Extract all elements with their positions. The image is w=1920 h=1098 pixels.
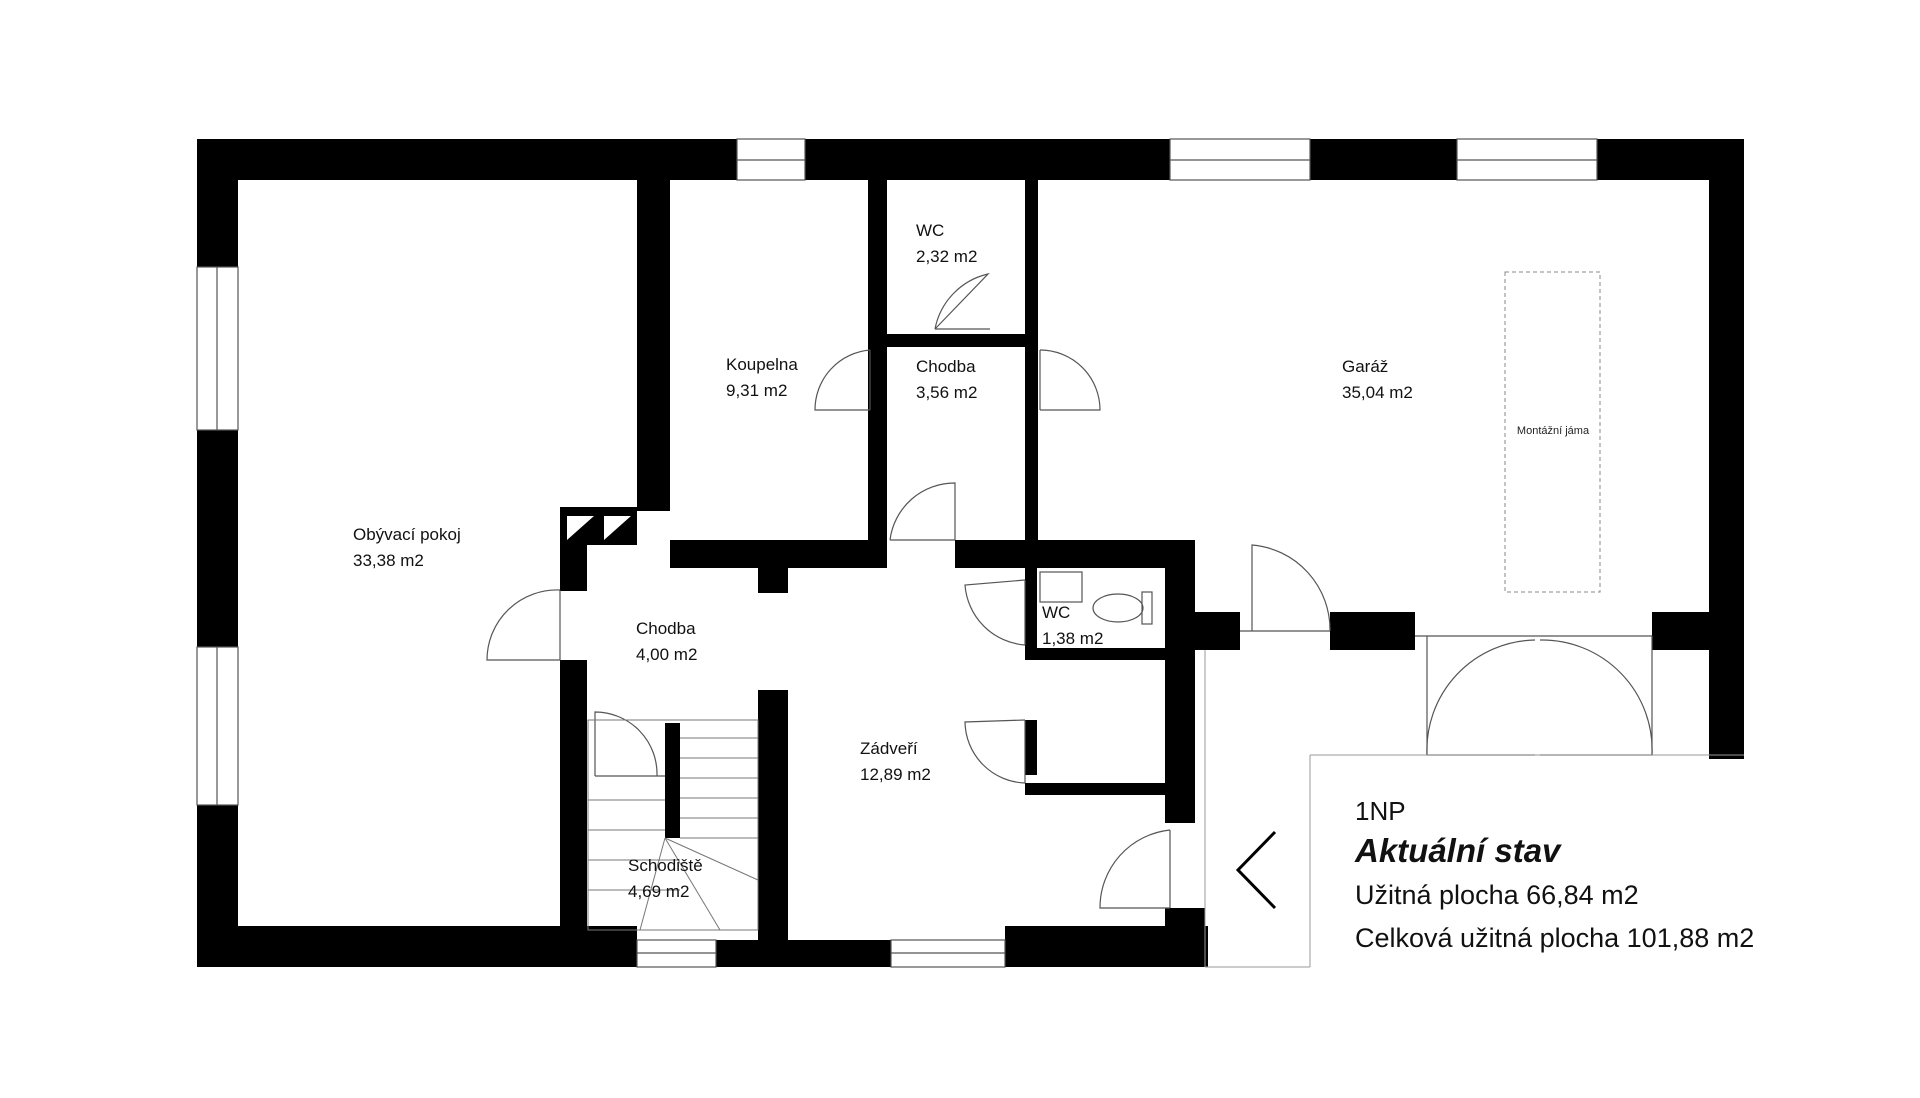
room-koupelna: Koupelna 9,31 m2 (726, 352, 798, 404)
wall-wc-right (1025, 180, 1038, 540)
exterior-lines (1204, 650, 1744, 968)
wall-closet-right (1165, 648, 1195, 823)
room-wc-lower: WC 1,38 m2 (1042, 600, 1103, 652)
wall-left-2 (197, 430, 238, 647)
room-chodba-lower: Chodba 4,00 m2 (636, 616, 697, 668)
total-usable-area-label: Celková užitná plocha 101,88 m2 (1355, 923, 1755, 953)
room-obyvaci-pokoj: Obývací pokoj 33,38 m2 (353, 522, 461, 574)
wall-wc2-left (1025, 568, 1037, 648)
walls (197, 139, 1744, 967)
wall-closet-bottom (1025, 783, 1195, 795)
wall-zadveri-top (955, 540, 1195, 568)
wall-bath-right (868, 180, 887, 540)
wall-bottom-mid (716, 940, 891, 967)
stairs-icon (587, 719, 759, 931)
toilet-icon (1092, 593, 1144, 623)
corner-markers (560, 507, 637, 545)
wall-wc-bottom (887, 334, 1025, 347)
usable-area-label: Užitná plocha 66,84 m2 (1355, 880, 1639, 910)
wall-chodba-right (758, 568, 788, 593)
floor-label: 1NP (1355, 796, 1406, 826)
room-area: 3,56 m2 (916, 383, 978, 402)
room-garaz: Garáž 35,04 m2 (1342, 354, 1413, 406)
room-name: WC (1042, 603, 1071, 622)
room-area: 4,00 m2 (636, 645, 698, 664)
wall-living-right (637, 180, 670, 511)
wall-entry-right (1165, 908, 1205, 967)
room-area: 4,69 m2 (628, 882, 690, 901)
room-name: Chodba (636, 619, 696, 638)
wall-wc2-left2 (1025, 720, 1037, 775)
wall-right (1709, 139, 1744, 759)
room-name: Obývací pokoj (353, 525, 461, 544)
wall-garage-bottom-3 (1652, 612, 1744, 650)
status-label: Aktuální stav (1355, 832, 1561, 869)
wall-garage-bottom-2 (1330, 612, 1415, 650)
room-area: 35,04 m2 (1342, 383, 1413, 402)
wall-garage-bottom-1 (1165, 612, 1240, 650)
room-area: 9,31 m2 (726, 381, 788, 400)
room-zadveri: Zádveří 12,89 m2 (860, 736, 931, 788)
room-name: Koupelna (726, 355, 798, 374)
legend: 1NP Aktuální stav Užitná plocha 66,84 m2… (1355, 794, 1754, 960)
windows (196, 138, 1598, 968)
room-area: 1,38 m2 (1042, 629, 1104, 648)
room-name: WC (916, 221, 945, 240)
room-chodba-upper: Chodba 3,56 m2 (916, 354, 977, 406)
wall-top-mid (805, 139, 1170, 180)
wall-bath-bottom (670, 540, 887, 568)
entrance-arrow-icon (1235, 830, 1277, 910)
room-schodiste: Schodiště 4,69 m2 (628, 853, 703, 905)
room-wc-upper: WC 2,32 m2 (916, 218, 977, 270)
wall-corridor-left2 (560, 660, 587, 967)
wall-top-left (197, 139, 737, 180)
wall-stair-mid (665, 723, 680, 838)
sink-icon (1039, 571, 1083, 603)
fixtures (1039, 571, 1153, 625)
room-name: Chodba (916, 357, 976, 376)
wall-stair-right (758, 690, 788, 940)
room-area: 2,32 m2 (916, 247, 978, 266)
room-name: Zádveří (860, 739, 918, 758)
wall-wc2-bottom (1025, 648, 1195, 660)
wall-top-mid2 (1310, 139, 1457, 180)
room-area: 12,89 m2 (860, 765, 931, 784)
room-name: Schodiště (628, 856, 703, 875)
pit-label: Montážní jáma (1516, 425, 1590, 437)
room-name: Garáž (1342, 357, 1389, 376)
wall-left-1 (197, 139, 238, 267)
room-area: 33,38 m2 (353, 551, 424, 570)
assembly-pit (1504, 271, 1601, 593)
